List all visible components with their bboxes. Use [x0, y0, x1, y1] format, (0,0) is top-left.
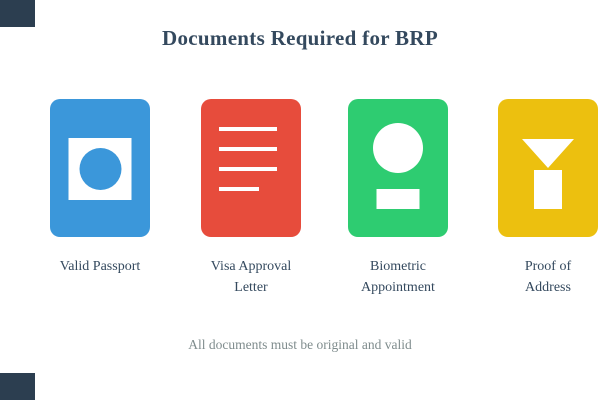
corner-accent-top-left — [0, 0, 35, 27]
letter-text-lines-icon — [219, 127, 277, 191]
person-icon — [373, 123, 423, 173]
footer-note: All documents must be original and valid — [188, 337, 412, 352]
passport-photo-dot — [79, 148, 121, 190]
label-line-2: Letter — [234, 280, 268, 295]
card-biometric-appointment — [348, 99, 448, 237]
label-line-2: Address — [525, 280, 571, 295]
letter-line-short — [219, 187, 259, 191]
label-line-2: Appointment — [361, 280, 435, 295]
letter-line — [219, 127, 277, 131]
label-line-1: Valid Passport — [59, 259, 141, 274]
passport-photo-icon — [68, 138, 132, 200]
page-title: Documents Required for BRP — [162, 26, 438, 50]
card-valid-passport — [50, 99, 150, 237]
letter-line — [219, 167, 277, 171]
label-line-1: Proof of — [524, 259, 572, 274]
card-label-visa-approval-letter: Visa Approval Letter — [176, 256, 326, 298]
card-proof-of-address — [498, 99, 598, 237]
person-body-icon — [376, 189, 420, 209]
funnel-stand-base — [534, 170, 562, 209]
label-line-1: Biometric — [370, 259, 426, 274]
card-label-biometric-appointment: Biometric Appointment — [323, 256, 473, 298]
card-label-proof-of-address: Proof of Address — [473, 256, 600, 298]
letter-line — [219, 147, 277, 151]
corner-accent-bottom-left — [0, 373, 35, 400]
label-line-1: Visa Approval — [210, 259, 292, 274]
card-label-valid-passport: Valid Passport — [25, 256, 175, 277]
card-visa-approval-letter — [201, 99, 301, 237]
funnel-stand-icon — [522, 139, 574, 168]
